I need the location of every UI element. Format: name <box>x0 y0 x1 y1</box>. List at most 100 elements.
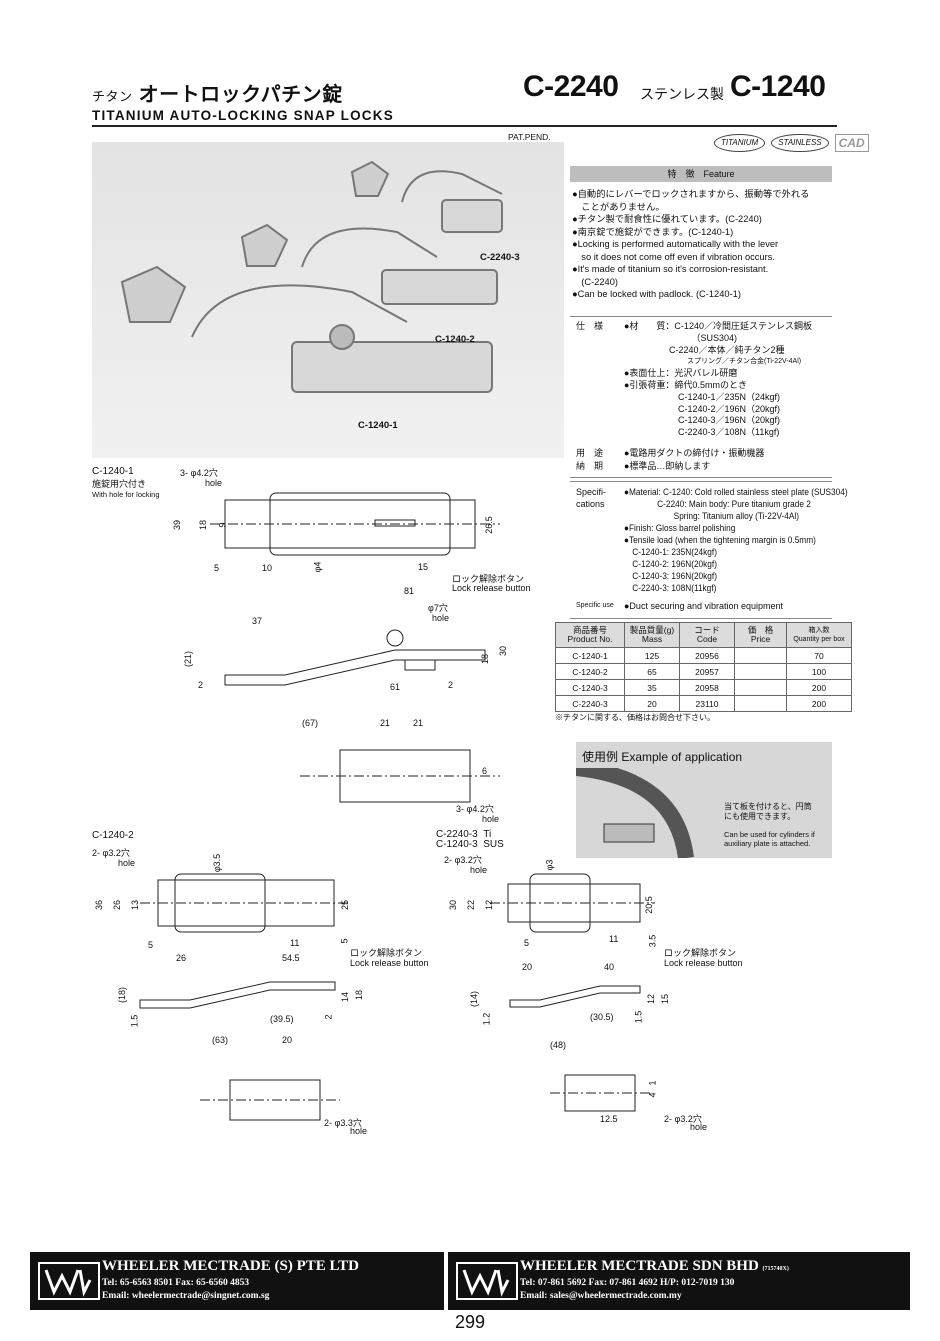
dim-label: 39 <box>172 519 183 531</box>
table-header-row: 商品番号 Product No. 製品質量(g) Mass コード Code 価… <box>555 622 852 648</box>
material-ti: Ti <box>483 829 492 840</box>
dim-label: 22 <box>466 899 477 911</box>
table-cell: C-2240-3 <box>555 695 625 712</box>
dim-label: 2 <box>448 680 454 690</box>
hole33-note: 2- φ3.3穴 <box>324 1118 362 1128</box>
dim-label: 40 <box>604 962 615 972</box>
dim-label: 61 <box>390 682 401 692</box>
spec-en-line: ●Finish: Gloss barrel polishing <box>624 523 736 533</box>
material-badges: TITANIUM STAINLESS CAD <box>714 134 869 152</box>
table-cell: 20956 <box>679 647 735 664</box>
spec-jp-section: 仕 様 ●材 質：C-1240／冷間圧延ステンレス鋼板 （SUS304) C-2… <box>570 316 832 478</box>
dim-label: 18 <box>354 989 365 1001</box>
hole7-note: φ7穴 <box>428 603 448 613</box>
table-cell <box>734 647 787 664</box>
jp-prefix: チタン <box>92 89 133 104</box>
footer-left: WHEELER MECTRADE (S) PTE LTD Tel: 65-656… <box>30 1252 444 1310</box>
dim-label: 81 <box>404 586 415 596</box>
dim-label: φ4 <box>312 561 323 573</box>
spec-line: ●引張荷重：締代0.5mmのとき <box>624 379 747 390</box>
company-email: Email: sales@wheelermectrade.com.my <box>520 1291 682 1301</box>
dim-label: 1.5 <box>633 1010 644 1024</box>
c1240-2-drawing <box>139 873 350 1121</box>
product-table: 商品番号 Product No. 製品質量(g) Mass コード Code 価… <box>555 622 852 712</box>
lock-release-en: Lock release button <box>452 583 531 593</box>
table-cell: 20 <box>624 695 680 712</box>
hole7-word: hole <box>432 613 450 623</box>
spec-line: C-2240／本体／純チタン2種 <box>624 344 785 355</box>
dim-label: 54.5 <box>282 953 300 963</box>
table-cell: C-1240-2 <box>555 663 625 680</box>
drawing-subtitle-jp: 施錠用穴付き <box>92 479 147 489</box>
spec-en-line: Spring: Titanium alloy (Ti-22V-4Al) <box>624 511 800 521</box>
spec-line: C-1240-1／235N（24kgf) <box>624 391 781 402</box>
product-code-main: C-2240 <box>523 70 619 103</box>
table-cell: 70 <box>786 647 852 664</box>
use-label: 用 途 <box>576 448 604 458</box>
dim-label: 15 <box>418 562 429 572</box>
spec-en-label: Specifi- cations <box>576 487 607 509</box>
feature-section: 特 徴 Feature ●自動的にレバーでロックされますから、振動等で外れる こ… <box>570 166 832 310</box>
table-cell: C-1240-3 <box>555 679 625 696</box>
feature-line: ●Locking is performed automatically with… <box>572 239 779 249</box>
dim-label: 18 <box>480 653 491 665</box>
spec-line: C-2240-3／108N（11kgf) <box>624 427 780 438</box>
spec-line: （SUS304) <box>624 332 738 343</box>
jp-title-text: オートロックパチン錠 <box>138 84 343 106</box>
product-code-sub: ステンレス製 <box>640 86 724 102</box>
use-text: ●電路用ダクトの締付け・振動機器 <box>624 448 765 458</box>
feature-line: ことがありません。 <box>572 201 665 212</box>
feature-line: ●It's made of titanium so it's corrosion… <box>572 264 769 274</box>
dim-label: 6 <box>482 766 488 776</box>
drawing-wire-loop <box>174 873 266 933</box>
header-rule <box>92 125 837 127</box>
dim-label: 1.2 <box>481 1012 492 1026</box>
spec-line: C-1240-3／196N（20kgf) <box>624 415 781 426</box>
release-slot <box>374 519 416 527</box>
feature-list: ●自動的にレバーでロックされますから、振動等で外れる ことがありません。 ●チタ… <box>570 182 832 301</box>
dim-label: 10 <box>262 563 273 573</box>
dim-label: 1 <box>647 1080 658 1086</box>
cylinder-application-illustration <box>576 768 694 858</box>
dim-label: 26 <box>112 899 123 911</box>
table-row: C-1240-2 65 20957 100 <box>555 663 852 680</box>
spec-en-line: C-1240-3: 196N(20kgf) <box>624 571 717 581</box>
lock-release-en: Lock release button <box>664 958 743 968</box>
table-cell <box>734 695 787 712</box>
table-cell: 65 <box>624 663 680 680</box>
snap-lock-photo-illustration <box>120 160 503 393</box>
dim-label: 36 <box>94 899 105 911</box>
dim-label: 30 <box>448 899 459 911</box>
hole-word: hole <box>350 1126 368 1136</box>
spec-en-line: C-1240-1: 235N(24kgf) <box>624 547 717 557</box>
dim-label: 21 <box>413 718 424 728</box>
table-header: 価 格 Price <box>734 622 787 648</box>
dim-label: 37 <box>252 616 263 626</box>
lock-release-en: Lock release button <box>350 958 429 968</box>
delivery-text: ●標準品…即納します <box>624 461 711 471</box>
dim-label: (30.5) <box>590 1012 614 1022</box>
wheeler-logo-icon <box>38 1262 100 1300</box>
dim-label: 12 <box>484 899 495 911</box>
table-cell: 20957 <box>679 663 735 680</box>
cad-badge-icon: CAD <box>834 134 869 152</box>
dim-label: 30 <box>498 645 509 657</box>
dim-label: 20 <box>522 962 533 972</box>
application-section: 使用例 Example of application 当て板を付けると、円筒 に… <box>576 742 832 858</box>
wheeler-logo-icon <box>456 1262 518 1300</box>
company-name-text: WHEELER MECTRADE SDN BHD <box>520 1258 759 1274</box>
footer-right: WHEELER MECTRADE SDN BHD (715740X) Tel: … <box>448 1252 910 1310</box>
table-cell: 35 <box>624 679 680 696</box>
spec-en-line: C-1240-2: 196N(20kgf) <box>624 559 717 569</box>
spec-en-section: Specifi- cations ●Material: C-1240: Cold… <box>570 481 848 619</box>
dim-label: 1.5 <box>129 1014 140 1028</box>
spec-en-use-label: Specific use <box>576 602 614 609</box>
wm-logo-icon <box>462 1269 510 1297</box>
spec-line: ●表面仕上：光沢バレル研磨 <box>624 368 738 379</box>
dim-label: 26 <box>176 953 187 963</box>
padlock-hole <box>386 629 404 647</box>
dim-label: 5 <box>214 563 220 573</box>
spec-line: スプリング／チタン合金(Ti-22V-4Al) <box>624 358 802 366</box>
dim-label: 5 <box>339 938 350 944</box>
dim-label: 11 <box>290 938 300 948</box>
